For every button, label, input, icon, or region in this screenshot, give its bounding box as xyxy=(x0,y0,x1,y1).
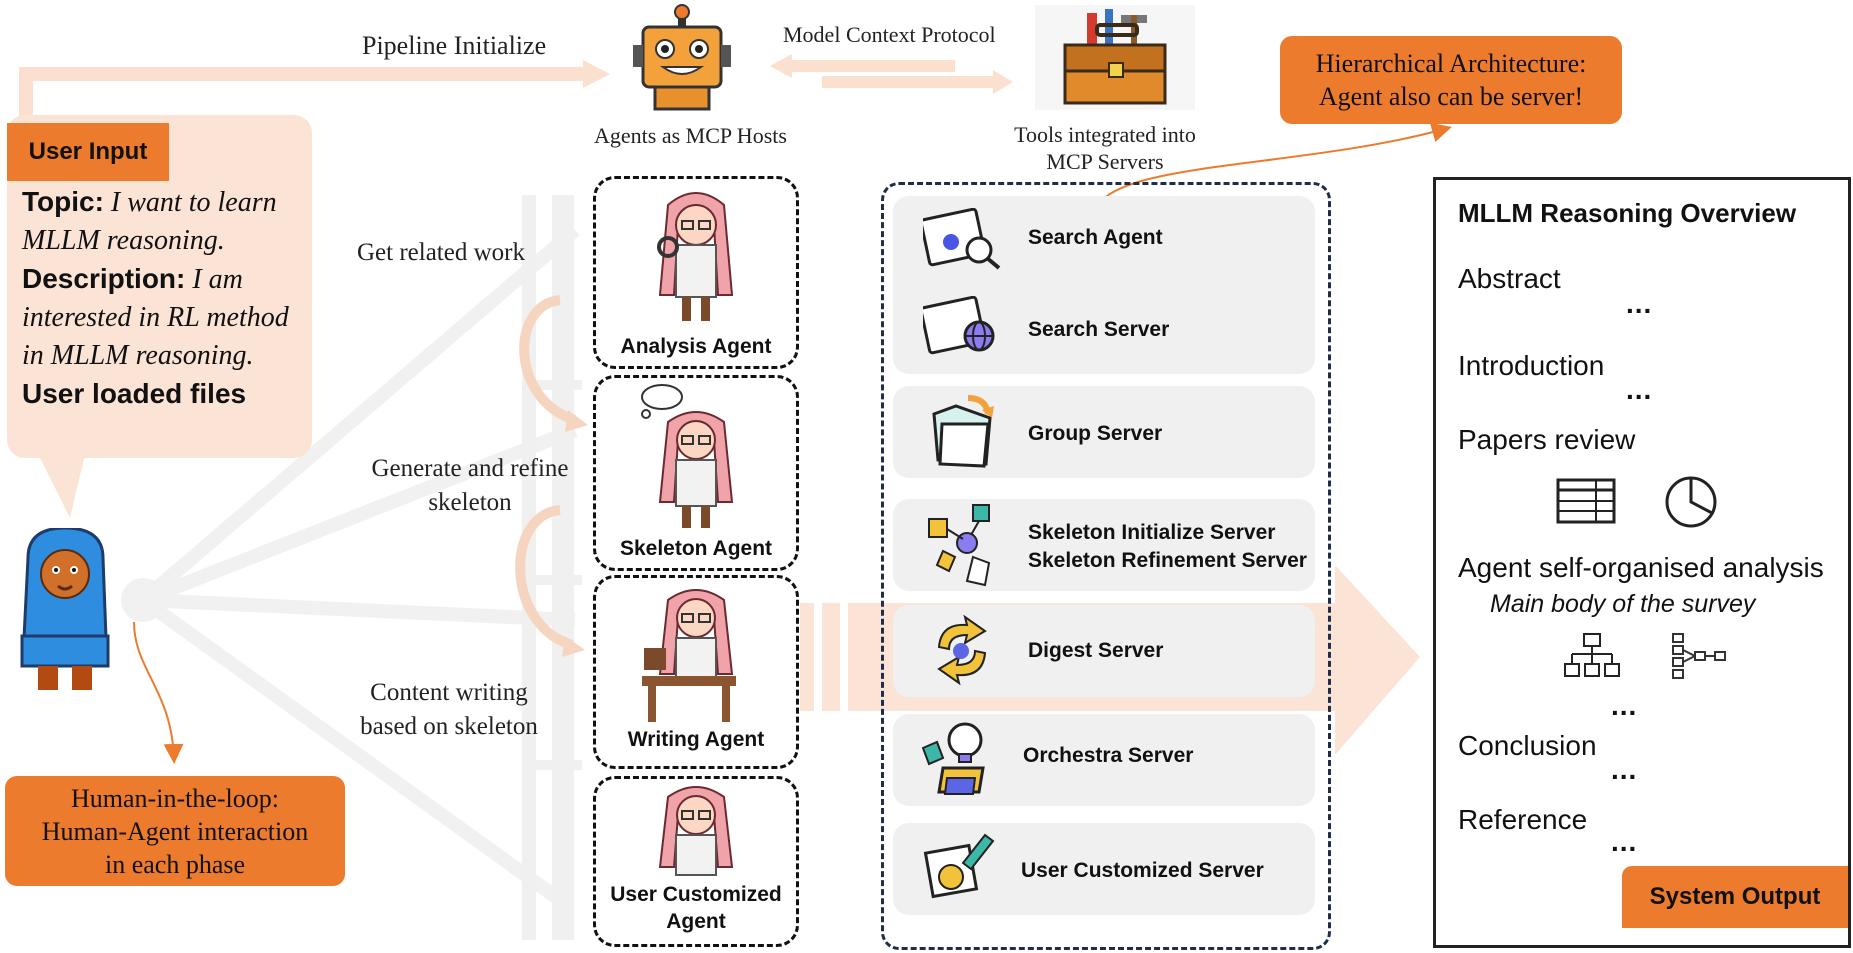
system-output-badge: System Output xyxy=(1622,866,1848,928)
skeleton-server-labels: Skeleton Initialize Server Skeleton Refi… xyxy=(1028,519,1307,575)
writing-agent-card[interactable]: Writing Agent xyxy=(593,575,799,769)
agent-name: User Customized Agent xyxy=(596,881,796,935)
phase-writing-line1: Content writing xyxy=(370,679,528,706)
topic-value: I want to learn MLLM reasoning. xyxy=(22,187,277,256)
paint-icon xyxy=(923,827,999,912)
human-loop-arrow xyxy=(133,621,184,764)
output-dots: ... xyxy=(1626,288,1653,319)
human-loop-line3: in each phase xyxy=(104,849,246,879)
sync-icon xyxy=(927,613,997,694)
output-dots: ... xyxy=(1611,690,1638,721)
agent-name: Writing Agent xyxy=(627,728,765,751)
skeleton-agent-card[interactable]: Skeleton Agent xyxy=(593,375,799,571)
group-server-label: Group Server xyxy=(1028,422,1163,445)
digest-server-card[interactable]: Digest Server xyxy=(893,605,1315,697)
agent-avatar-icon xyxy=(638,584,748,729)
output-papers-review: Papers review xyxy=(1458,424,1636,455)
digest-server-label: Digest Server xyxy=(1028,639,1164,662)
skeleton-init-label: Skeleton Initialize Server xyxy=(1028,521,1276,544)
search-server-label: Search Server xyxy=(1028,318,1170,341)
pipeline-arrow xyxy=(19,67,585,118)
tools-label-line2: MCP Servers xyxy=(1046,149,1164,174)
user-input-tail xyxy=(36,450,86,518)
toolbox-icon xyxy=(1035,5,1195,110)
agent-name: Analysis Agent xyxy=(620,335,772,358)
user-input-tab: User Input xyxy=(7,123,169,181)
agent-name: Skeleton Agent xyxy=(619,537,773,560)
hierarchy-note-line2: Agent also can be server! xyxy=(1318,82,1584,111)
human-loop-line2: Human-Agent interaction xyxy=(41,816,309,846)
phase-writing-line2: based on skeleton xyxy=(360,713,538,740)
agent-avatar-icon xyxy=(648,185,744,330)
output-introduction: Introduction xyxy=(1458,350,1605,381)
phase-writing-label: Content writing based on skeleton xyxy=(338,676,560,744)
phase-related-label: Get related work xyxy=(357,239,525,266)
fan-hub xyxy=(121,578,165,622)
lightbulb-icon xyxy=(915,718,995,807)
skeleton-refine-label: Skeleton Refinement Server xyxy=(1028,549,1307,572)
hosts-label: Agents as MCP Hosts xyxy=(594,123,787,148)
tools-label: Tools integrated into MCP Servers xyxy=(990,121,1220,175)
skeleton-server-card[interactable]: Skeleton Initialize Server Skeleton Refi… xyxy=(893,499,1315,591)
output-conclusion: Conclusion xyxy=(1458,730,1597,761)
output-abstract: Abstract xyxy=(1458,263,1561,294)
tools-label-line1: Tools integrated into xyxy=(1014,122,1196,147)
output-document: MLLM Reasoning Overview Abstract ... Int… xyxy=(1433,177,1851,948)
search-icon xyxy=(919,207,1003,283)
folder-icon xyxy=(928,394,998,475)
orchestra-server-card[interactable]: Orchestra Server xyxy=(893,714,1315,806)
phase-skeleton-line2: skeleton xyxy=(428,489,512,516)
search-agent-label: Search Agent xyxy=(1028,226,1163,249)
pie-chart-icon xyxy=(1664,475,1718,534)
phase-arrow-2 xyxy=(515,505,574,650)
pipeline-label: Pipeline Initialize xyxy=(362,31,547,60)
robot-icon xyxy=(627,3,737,118)
hierarchy-note: Hierarchical Architecture: Agent also ca… xyxy=(1280,36,1622,124)
agent-name-line1: User Customized xyxy=(610,883,782,906)
agent-avatar-icon xyxy=(648,406,744,536)
hierarchy-icon xyxy=(1564,632,1620,685)
output-main-body: Main body of the survey xyxy=(1490,590,1756,618)
orchestra-server-label: Orchestra Server xyxy=(1023,744,1194,767)
phase-skeleton-label: Generate and refine skeleton xyxy=(345,452,595,520)
agent-name-line2: Agent xyxy=(666,910,726,933)
output-dots: ... xyxy=(1611,826,1638,857)
phase-skeleton-line1: Generate and refine xyxy=(371,455,569,482)
hierarchy-note-line1: Hierarchical Architecture: xyxy=(1315,49,1587,78)
output-self-organised: Agent self-organised analysis xyxy=(1458,552,1824,583)
fan-lines xyxy=(138,224,580,906)
human-loop-line1: Human-in-the-loop: xyxy=(71,783,279,813)
description-value: I am interested in RL method in MLLM rea… xyxy=(22,264,289,371)
files-label: User loaded files xyxy=(22,378,247,409)
user-input-text: Topic: I want to learn MLLM reasoning. D… xyxy=(22,183,307,414)
phase-arrow-1 xyxy=(519,295,577,425)
protocol-label: Model Context Protocol xyxy=(783,22,996,47)
user-customized-server-label: User Customized Server xyxy=(1021,859,1264,882)
human-in-the-loop-box: Human-in-the-loop: Human-Agent interacti… xyxy=(5,776,345,886)
globe-icon xyxy=(919,295,1003,371)
output-reference: Reference xyxy=(1458,804,1588,835)
user-avatar-icon xyxy=(18,526,113,698)
output-title: MLLM Reasoning Overview xyxy=(1458,198,1797,228)
user-customized-agent-card[interactable]: User Customized Agent xyxy=(593,776,799,947)
search-card[interactable]: Search Agent Search Server xyxy=(893,196,1315,374)
agent-avatar-icon xyxy=(648,781,744,886)
group-server-card[interactable]: Group Server xyxy=(893,386,1315,478)
description-key: Description: xyxy=(22,263,186,294)
topic-key: Topic: xyxy=(22,186,104,217)
network-icon xyxy=(923,501,1003,592)
output-dots: ... xyxy=(1626,374,1653,405)
mcp-server-panel xyxy=(881,182,1331,950)
table-icon xyxy=(1556,478,1616,529)
user-customized-server-card[interactable]: User Customized Server xyxy=(893,823,1315,915)
tree-icon xyxy=(1671,632,1727,685)
thought-bubble-icon xyxy=(638,383,684,424)
output-dots: ... xyxy=(1611,754,1638,785)
analysis-agent-card[interactable]: Analysis Agent xyxy=(593,176,799,369)
